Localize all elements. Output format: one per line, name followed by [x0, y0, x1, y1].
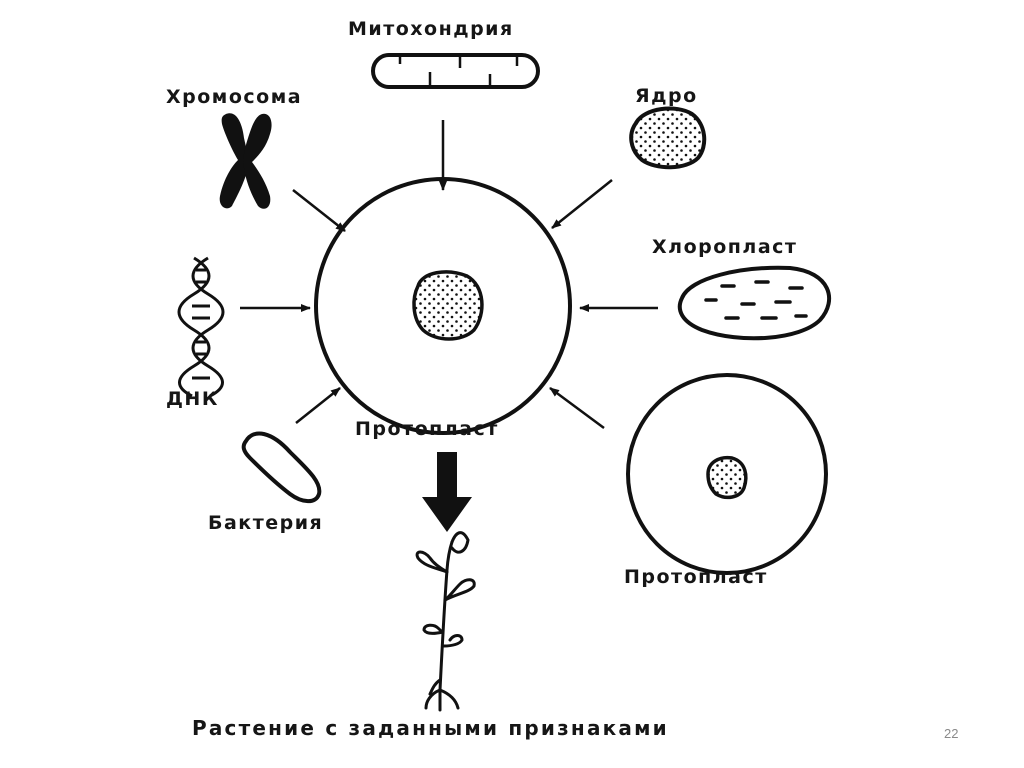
arrow-from-right-protoplast	[549, 386, 605, 430]
result-arrow	[422, 452, 472, 532]
figure-caption: Растение с заданными признаками	[192, 716, 669, 740]
chromosome-icon	[219, 113, 272, 209]
mitochondria-icon	[371, 53, 540, 89]
page-number: 22	[944, 726, 959, 741]
arrow-from-nucleus	[551, 179, 613, 229]
label-dna: ДНК	[166, 388, 219, 410]
label-bacterium: Бактерия	[208, 512, 324, 534]
arrow-from-chromosome	[292, 189, 346, 232]
label-protoplast-center: Протопласт	[355, 418, 499, 440]
label-chloroplast: Хлоропласт	[652, 236, 798, 258]
chloroplast-icon	[677, 265, 832, 341]
bacterium-icon	[241, 431, 322, 504]
plant-icon	[415, 531, 476, 712]
label-protoplast-right: Протопласт	[624, 566, 768, 588]
label-chromosome: Хромосома	[166, 86, 303, 108]
protoplast-right-icon	[626, 373, 828, 575]
nucleus-icon	[629, 106, 707, 170]
dna-helix-icon	[177, 256, 225, 398]
label-nucleus: Ядро	[635, 85, 698, 107]
protoplast-center-icon	[314, 177, 572, 435]
transfer-arrows	[240, 120, 658, 430]
label-mitochondria: Митохондрия	[348, 18, 514, 40]
arrow-from-bacterium	[295, 387, 341, 424]
